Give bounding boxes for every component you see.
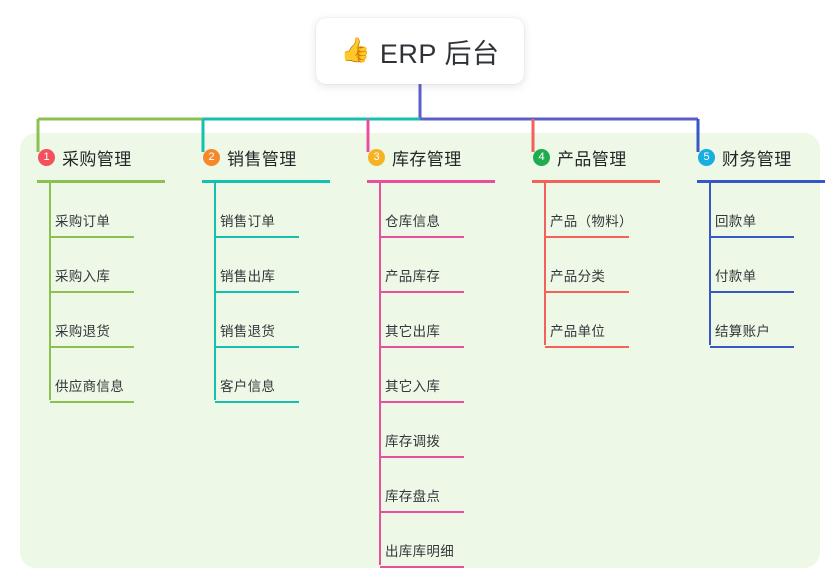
root-node-text: ERP 后台 — [379, 38, 500, 69]
branch-underline — [37, 180, 165, 183]
branch-child-label: 付款单 — [715, 269, 757, 284]
thumbs-up-icon: 👍 — [340, 37, 371, 64]
branch-title: 产品管理 — [557, 149, 627, 169]
branch-child-label: 其它入库 — [385, 379, 441, 394]
branch-underline — [697, 180, 825, 183]
branch-child-underline — [545, 236, 629, 238]
branch-title: 财务管理 — [722, 149, 792, 169]
branch-child-label: 客户信息 — [220, 379, 276, 394]
branch-child-label: 销售退货 — [220, 324, 276, 339]
branch-child-label: 结算账户 — [715, 324, 771, 339]
branch-child-label: 出库库明细 — [385, 544, 454, 559]
branch-child-label: 仓库信息 — [385, 214, 441, 229]
branch-child-underline — [380, 566, 464, 568]
branch-child-label: 产品（物料） — [550, 214, 633, 229]
branch-child-label: 产品分类 — [550, 269, 606, 284]
branch-child-underline — [380, 236, 464, 238]
branch-child-label: 库存盘点 — [385, 489, 441, 504]
branch-column-5: 5 财务管理回款单付款单结算账户 — [680, 143, 839, 348]
branch-title: 库存管理 — [392, 149, 462, 169]
branch-header-2[interactable]: 2 销售管理 — [185, 143, 351, 171]
branch-child-underline — [710, 291, 794, 293]
branch-child-label: 其它出库 — [385, 324, 441, 339]
branch-child-label: 采购订单 — [55, 214, 111, 229]
branch-underline — [367, 180, 495, 183]
branch-child-underline — [215, 236, 299, 238]
branch-header-1[interactable]: 1 采购管理 — [20, 143, 186, 171]
branch-child-label: 产品库存 — [385, 269, 441, 284]
branch-header-4[interactable]: 4 产品管理 — [515, 143, 681, 171]
branch-index-badge: 5 — [698, 148, 715, 166]
branch-child-underline — [215, 291, 299, 293]
branch-title: 采购管理 — [62, 149, 132, 169]
branch-child-label: 产品单位 — [550, 324, 606, 339]
branch-column-3: 3 库存管理仓库信息产品库存其它出库其它入库库存调拨库存盘点出库库明细 — [350, 143, 516, 568]
branch-child-label: 采购入库 — [55, 269, 111, 284]
branch-underline — [202, 180, 330, 183]
root-node[interactable]: 👍 ERP 后台 — [316, 18, 524, 84]
branch-child-underline — [215, 401, 299, 403]
branch-child-underline — [50, 291, 134, 293]
branch-index-badge: 4 — [533, 148, 550, 166]
branch-index-badge: 2 — [203, 148, 220, 166]
branch-child-underline — [50, 236, 134, 238]
branches-panel — [20, 133, 820, 568]
branch-header-3[interactable]: 3 库存管理 — [350, 143, 516, 171]
branch-child-label: 库存调拨 — [385, 434, 441, 449]
branch-child-underline — [50, 401, 134, 403]
branch-column-4: 4 产品管理产品（物料） 产品分类产品单位 — [515, 143, 681, 348]
branch-child-underline — [380, 456, 464, 458]
branch-child-underline — [380, 511, 464, 513]
branch-child-underline — [215, 346, 299, 348]
branch-column-2: 2 销售管理销售订单销售出库销售退货客户信息 — [185, 143, 351, 403]
branch-title: 销售管理 — [227, 149, 297, 169]
branch-child-underline — [380, 401, 464, 403]
branch-child-underline — [710, 346, 794, 348]
branch-column-1: 1 采购管理采购订单采购入库采购退货供应商信息 — [20, 143, 186, 403]
branch-child-label: 销售订单 — [220, 214, 276, 229]
root-node-label: 👍 ERP 后台 — [341, 32, 500, 71]
branch-child-underline — [545, 291, 629, 293]
branch-child-underline — [380, 291, 464, 293]
branch-child-underline — [50, 346, 134, 348]
branch-child-underline — [380, 346, 464, 348]
branch-child-label: 采购退货 — [55, 324, 111, 339]
branch-child-label: 回款单 — [715, 214, 757, 229]
branch-underline — [532, 180, 660, 183]
branch-child-label: 销售出库 — [220, 269, 276, 284]
branch-index-badge: 3 — [368, 148, 385, 166]
branch-child-label: 供应商信息 — [55, 379, 124, 394]
branch-index-badge: 1 — [38, 148, 55, 166]
branch-child-underline — [710, 236, 794, 238]
branch-header-5[interactable]: 5 财务管理 — [680, 143, 839, 171]
branch-child-underline — [545, 346, 629, 348]
